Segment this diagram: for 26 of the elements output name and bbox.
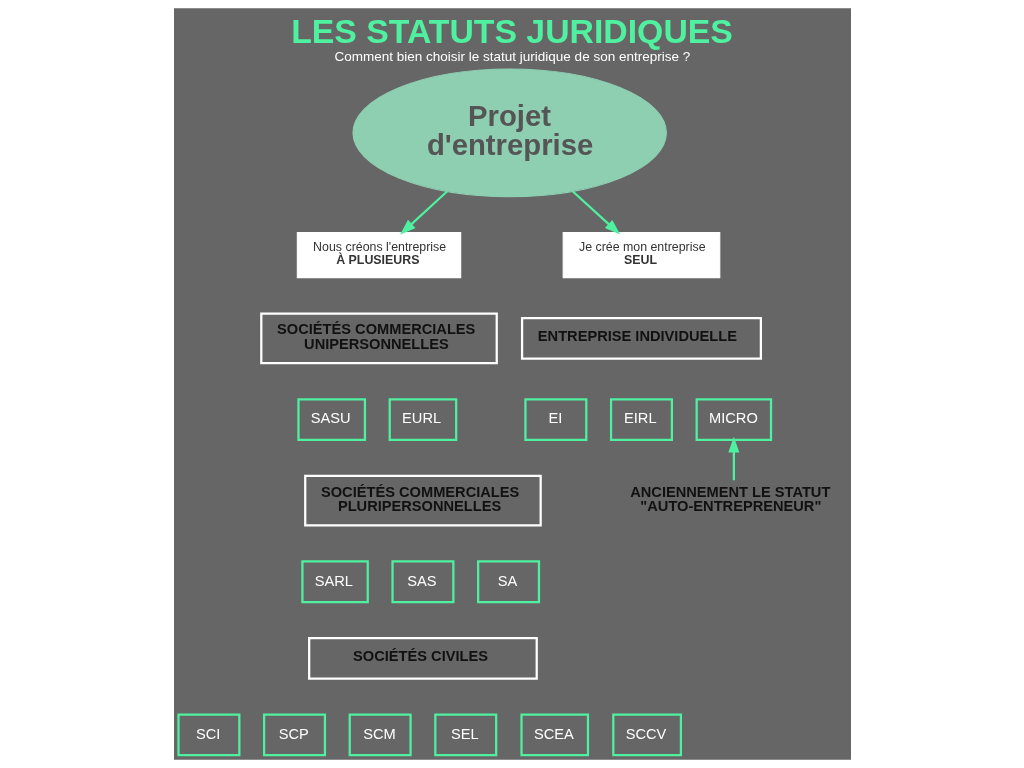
arrow (571, 190, 620, 235)
node-box: SCEA (519, 713, 589, 757)
node-box: ENTREPRISE INDIVIDUELLE (520, 317, 762, 360)
diagram-title: LES STATUTS JURIDIQUES (290, 12, 733, 51)
node-box: SCCV (611, 713, 682, 757)
arrow (399, 190, 448, 235)
node-box: EURL (388, 398, 457, 441)
node-text: ANCIENNEMENT LE STATUT "AUTO-ENTREPRENEUR" (629, 483, 830, 515)
node-box: SCI (176, 713, 240, 757)
node-box: SAS (390, 560, 454, 604)
node-box: SEL (433, 713, 497, 757)
node-box: SOCIÉTÉS CIVILES (307, 636, 538, 680)
node-box: SOCIÉTÉS COMMERCIALES PLURIPERSONNELLES (303, 474, 542, 527)
node-box: SOCIÉTÉS COMMERCIALES UNIPERSONNELLES (259, 312, 498, 365)
node-box: Je crée mon entreprise SEUL (562, 232, 720, 279)
node-box: SARL (300, 560, 369, 604)
node-box: EI (523, 398, 587, 441)
node-box: SA (476, 560, 540, 604)
node-ellipse: Projet d'entreprise (351, 68, 667, 198)
node-box: SCM (348, 713, 412, 757)
node-box: SASU (296, 398, 366, 441)
node-box: MICRO (695, 398, 772, 441)
node-box: SCP (262, 713, 326, 757)
arrow (727, 436, 739, 481)
node-box: EIRL (609, 398, 673, 441)
node-box: Nous créons l'entreprise À PLUSIEURS (296, 232, 461, 279)
